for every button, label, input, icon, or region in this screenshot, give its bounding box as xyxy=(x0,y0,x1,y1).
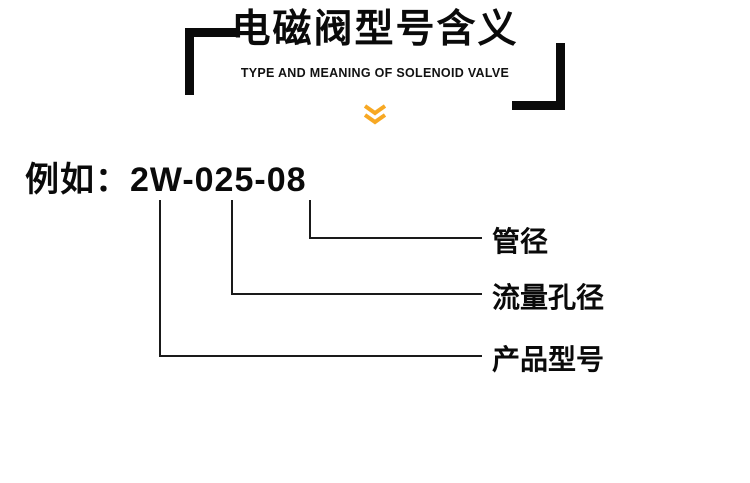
chevron-stroke-top xyxy=(363,104,387,116)
corner-bracket-bottom-right xyxy=(512,43,565,110)
double-chevron-down-icon xyxy=(363,104,387,125)
connector-line-orifice-vertical xyxy=(231,200,233,295)
connector-line-product-vertical xyxy=(159,200,161,357)
chevron-stroke-bottom xyxy=(363,113,387,125)
example-model-text: 例如：2W-025-08 xyxy=(25,152,307,201)
title-banner: 电磁阀型号含义 TYPE AND MEANING OF SOLENOID VAL… xyxy=(185,6,565,110)
callout-label-pipe-diameter: 管径 xyxy=(492,226,549,257)
page-subtitle: TYPE AND MEANING OF SOLENOID VALVE xyxy=(240,66,510,80)
connector-line-pipe-vertical xyxy=(309,200,311,239)
connector-line-pipe-horizontal xyxy=(309,237,482,239)
example-prefix: 例如： xyxy=(25,161,130,199)
callout-label-flow-orifice: 流量孔径 xyxy=(492,282,605,313)
callout-label-product-model: 产品型号 xyxy=(492,344,605,375)
page-title: 电磁阀型号含义 xyxy=(231,8,519,51)
corner-bracket-top-left xyxy=(185,28,238,95)
connector-line-orifice-horizontal xyxy=(231,293,482,295)
model-number: 2W-025-08 xyxy=(130,161,307,199)
connector-line-product-horizontal xyxy=(159,355,482,357)
